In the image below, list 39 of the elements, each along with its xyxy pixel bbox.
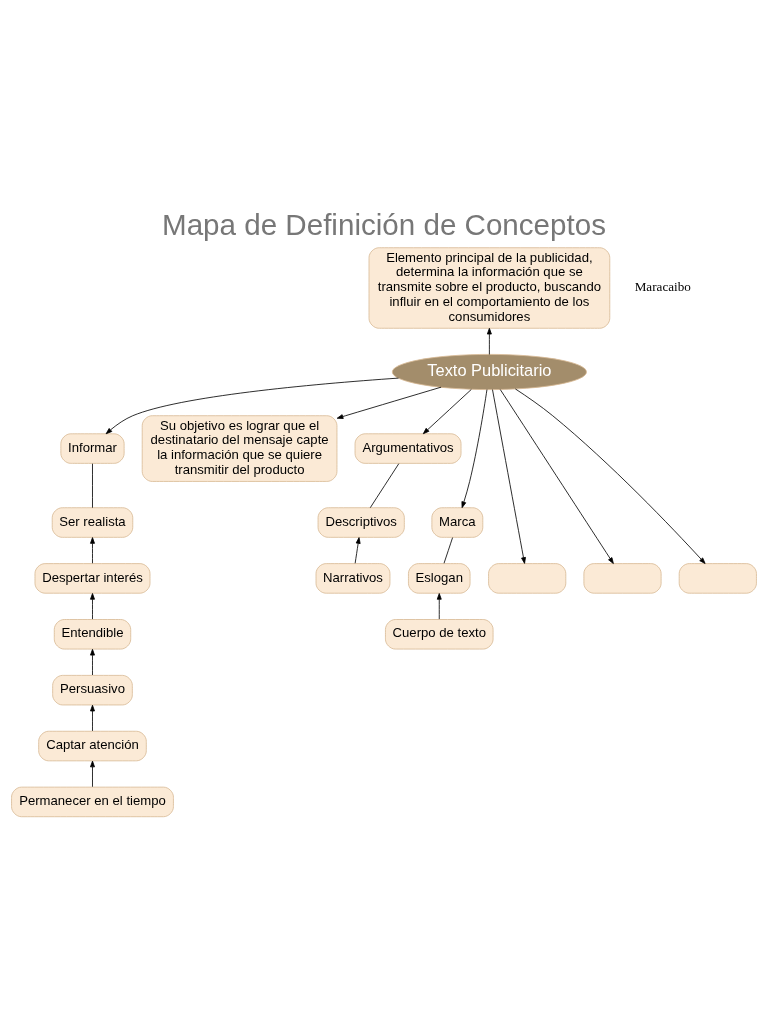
arrow <box>514 388 706 564</box>
arrow <box>90 704 95 731</box>
node-ellipse: Texto Publicitario <box>391 353 587 390</box>
arrow <box>336 386 442 419</box>
node-box: Informar <box>60 432 125 464</box>
node-box: Despertar interés <box>34 562 151 594</box>
node-box <box>488 562 567 594</box>
arrow <box>461 388 488 508</box>
node-box: Ser realista <box>51 506 134 538</box>
label: Maracaibo <box>634 278 691 294</box>
connector <box>369 462 400 508</box>
node-box: Descriptivos <box>317 506 405 538</box>
arrow <box>486 327 492 355</box>
node-box: Permanecer en el tiempo <box>11 786 174 817</box>
node-box: Entendible <box>53 618 132 649</box>
arrow <box>499 388 614 564</box>
node-box <box>583 562 662 594</box>
diagram-title: Mapa de Definición de Conceptos <box>162 207 606 241</box>
node-box: Marca <box>431 506 484 538</box>
node-box: Eslogan <box>408 562 471 594</box>
node-box: Captar atención <box>38 730 147 761</box>
node-box: Argumentativos <box>354 432 462 464</box>
connector <box>443 536 453 564</box>
arrow <box>492 388 526 564</box>
node-box <box>678 562 757 594</box>
arrow <box>90 592 95 620</box>
arrow <box>90 648 95 675</box>
node-box: Elemento principal de la publicidad, determina la información que se transmite sobre el producto, buscando influir en el comportamiento de los consumidores <box>368 246 611 329</box>
node-box: Narrativos <box>315 562 391 594</box>
arrow <box>436 592 442 620</box>
node-box: Persuasivo <box>52 674 133 705</box>
arrow <box>90 760 95 787</box>
arrow <box>90 536 95 564</box>
arrow <box>354 536 361 564</box>
arrow <box>422 388 472 434</box>
arrow <box>105 377 399 434</box>
connector <box>92 462 93 508</box>
node-box: Cuerpo de texto <box>385 618 494 649</box>
node-box: Su objetivo es lograr que el destinatario del mensaje capte la información que se quiere transmitir del producto <box>141 414 338 482</box>
